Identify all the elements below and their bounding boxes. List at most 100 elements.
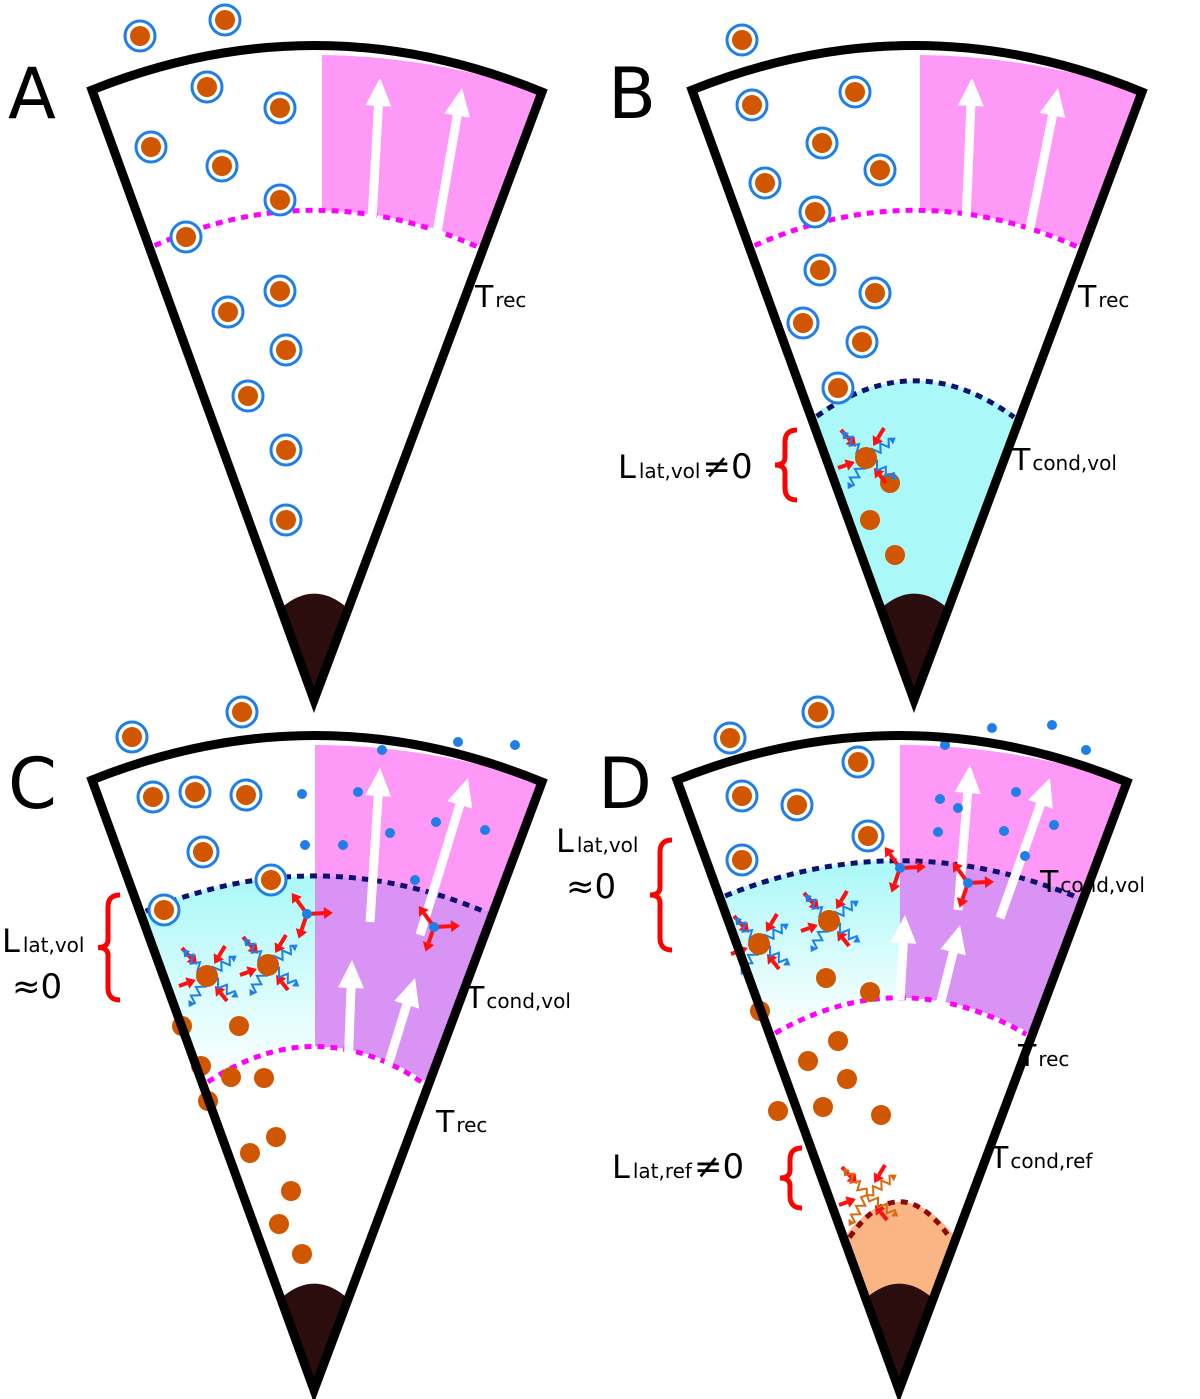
grain	[122, 727, 142, 747]
core	[865, 1283, 934, 1390]
panel-letter: A	[8, 53, 56, 135]
grain	[808, 702, 828, 722]
red-arrowhead	[765, 921, 776, 932]
upflow-arrow	[365, 795, 383, 923]
gas-dot	[933, 827, 943, 837]
upflow-cond-region	[315, 875, 493, 1083]
photon-wave	[866, 1194, 897, 1215]
red-arrowhead	[884, 846, 895, 858]
upflow-arrow	[953, 792, 973, 911]
red-arrow	[217, 944, 227, 958]
panel-letter: C	[8, 743, 57, 825]
grain	[221, 1067, 241, 1087]
red-arrowhead	[952, 861, 963, 873]
photon-arrowhead	[853, 935, 861, 943]
red-arrowhead	[323, 907, 333, 920]
red-arrow	[178, 981, 188, 988]
photon-wave	[843, 1172, 868, 1196]
gas-dot	[1081, 745, 1091, 755]
photon-arrowhead	[848, 1218, 856, 1227]
condensation-region	[810, 380, 1021, 640]
photon-wave	[849, 1194, 868, 1224]
condensing-grain	[818, 910, 840, 932]
tcond-ref-line	[847, 1199, 953, 1240]
grain	[276, 440, 296, 460]
grain	[812, 133, 832, 153]
grain	[141, 137, 161, 157]
red-arrowhead	[956, 897, 969, 908]
brace	[649, 837, 673, 953]
condensation-region	[719, 860, 900, 1035]
upflow-arrow	[935, 951, 958, 1007]
red-arrow	[837, 463, 847, 470]
grain	[266, 1127, 286, 1147]
upflow-arrow	[961, 105, 976, 223]
grain	[828, 378, 848, 398]
red-arrow	[239, 970, 249, 977]
grain	[276, 510, 296, 530]
grain	[828, 1031, 848, 1051]
upflow-arrowhead	[890, 915, 917, 944]
grain	[860, 982, 880, 1002]
photon-arrowhead	[888, 437, 896, 445]
red-arrow	[800, 926, 810, 933]
upflow-arrow	[895, 942, 908, 1001]
red-arrowhead	[888, 882, 901, 893]
red-arrow	[771, 959, 781, 971]
condensing-grain	[855, 447, 877, 469]
upflow-arrowhead	[444, 88, 471, 118]
photon-arrowhead	[183, 949, 190, 957]
grain	[261, 870, 281, 890]
grain	[805, 202, 825, 222]
grain	[185, 782, 205, 802]
upflow-arrowhead	[957, 78, 984, 107]
llat-label-value: ≈0	[566, 867, 616, 907]
photon-arrowhead	[890, 472, 898, 480]
red-arrow	[876, 426, 886, 440]
grain	[270, 281, 290, 301]
red-arrowhead	[213, 953, 224, 964]
upflow-arrow	[343, 987, 356, 1071]
gas-dot	[338, 840, 348, 850]
red-arrowhead	[185, 977, 196, 989]
trec-line	[753, 207, 1079, 250]
red-arrow	[280, 980, 290, 992]
grain	[858, 826, 878, 846]
grain	[768, 1101, 788, 1121]
upflow-arrowhead	[447, 778, 473, 809]
gas-dot	[935, 794, 945, 804]
upflow-arrowhead	[365, 768, 392, 797]
grain	[215, 10, 235, 30]
gas-dot	[1020, 851, 1030, 861]
red-arrowhead	[295, 928, 308, 939]
grain	[816, 968, 836, 988]
grain	[193, 842, 213, 862]
grain	[787, 795, 807, 815]
wedge-outline	[686, 41, 1148, 713]
wedge-outline	[671, 731, 1133, 1399]
grain	[240, 1143, 260, 1163]
grain	[270, 98, 290, 118]
red-arrowhead	[873, 1172, 884, 1183]
upflow-arrowhead	[1028, 778, 1053, 809]
grain	[852, 332, 872, 352]
upflow-arrow	[415, 803, 465, 937]
grain	[269, 1214, 289, 1234]
tcond-vol-line	[724, 858, 1079, 900]
grain	[154, 900, 174, 920]
gas-dot	[377, 745, 387, 755]
grain	[793, 313, 813, 333]
brace	[779, 1145, 803, 1211]
red-arrowhead	[807, 922, 818, 934]
grain	[732, 30, 752, 50]
red-arrow	[838, 1200, 848, 1207]
gas-dot	[410, 875, 420, 885]
gas-dot	[385, 828, 395, 838]
